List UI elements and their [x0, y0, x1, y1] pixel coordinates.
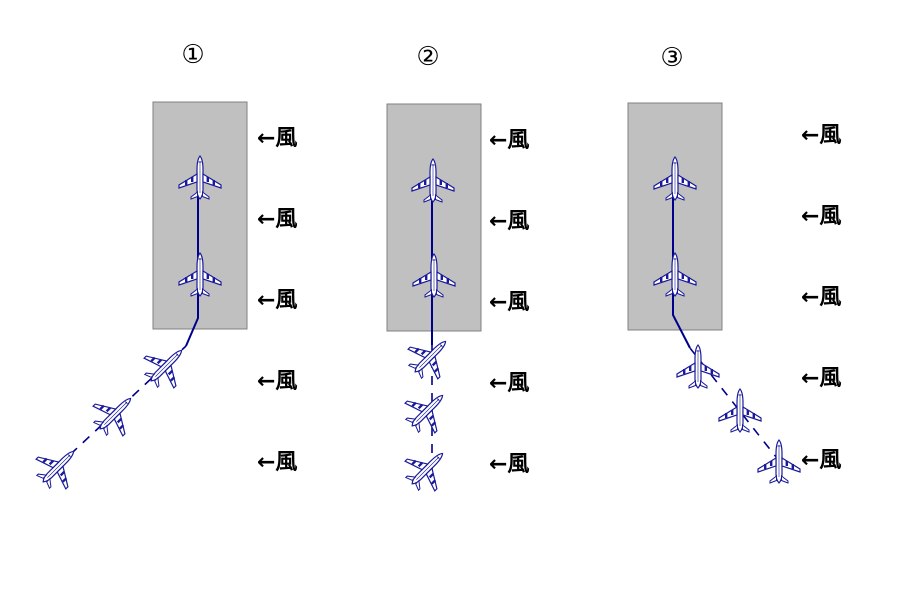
panel-label-1: ① — [181, 40, 204, 70]
panel-label-2: ② — [416, 42, 439, 72]
wind-label: ←風 — [489, 128, 529, 153]
wind-label: ←風 — [489, 290, 529, 315]
wind-label: ←風 — [257, 369, 297, 394]
wind-label: ←風 — [257, 450, 297, 475]
wind-label: ←風 — [257, 126, 297, 151]
approach-1 — [27, 155, 222, 498]
wind-label: ←風 — [257, 288, 297, 313]
airplane-icon — [396, 379, 459, 442]
wind-label: ←風 — [801, 448, 841, 473]
airplane-icon — [27, 435, 90, 498]
wind-label: ←風 — [801, 204, 841, 229]
wind-label: ←風 — [489, 452, 529, 477]
approach-3 — [653, 156, 801, 484]
runway-3 — [627, 102, 723, 331]
airplane-icon — [676, 344, 720, 389]
wind-label: ←風 — [489, 371, 529, 396]
wind-label: ←風 — [257, 207, 297, 232]
airplane-icon — [718, 388, 762, 433]
wind-label: ←風 — [489, 209, 529, 234]
wind-label: ←風 — [801, 285, 841, 310]
airplane-icon — [757, 439, 801, 484]
ground-track-3 — [672, 172, 691, 349]
airplane-icon — [399, 325, 462, 388]
panel-label-3: ③ — [660, 43, 683, 73]
airplane-icon — [396, 437, 459, 500]
ground-track-1 — [185, 170, 199, 347]
wind-label: ←風 — [801, 366, 841, 391]
approach-2 — [396, 158, 462, 500]
wind-label: ←風 — [801, 123, 841, 148]
